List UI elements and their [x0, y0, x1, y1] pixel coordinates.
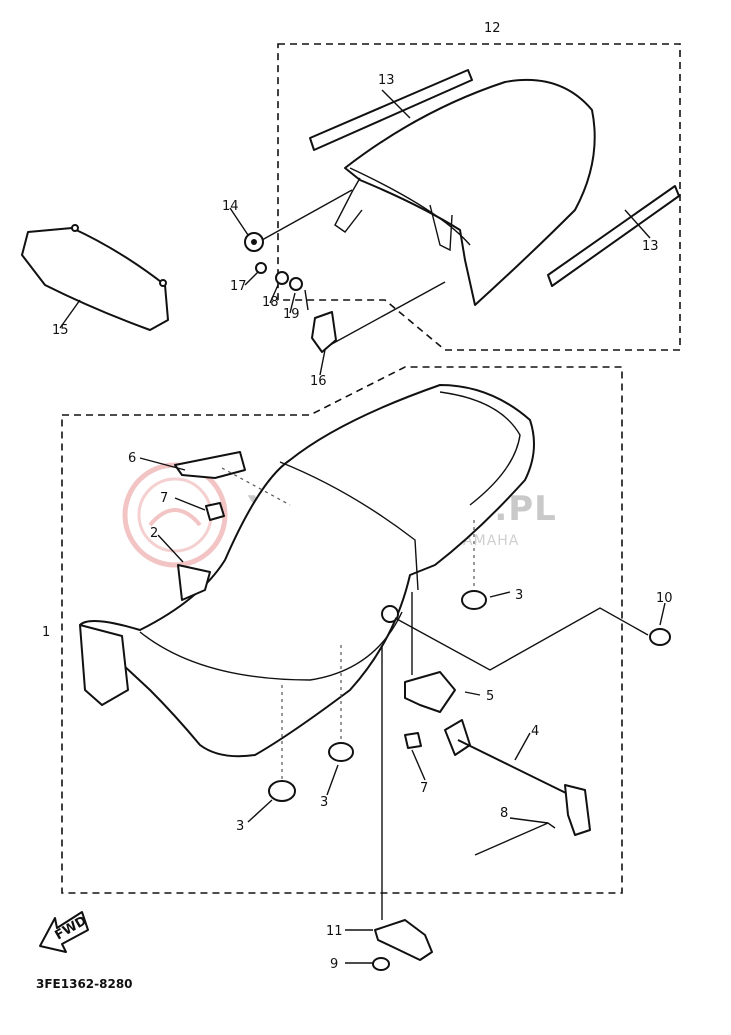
callout-7-bottom: 7 [420, 781, 428, 796]
bracket-5 [404, 671, 456, 713]
nut-9-icon [372, 957, 390, 971]
seat-cowl-12 [334, 78, 596, 306]
callout-4: 4 [531, 724, 539, 739]
callout-12: 12 [484, 21, 501, 36]
main-seat-1 [79, 384, 535, 758]
tail-piece-15 [21, 227, 169, 331]
callout-11: 11 [326, 924, 343, 939]
nut-7-top-icon [205, 502, 225, 521]
cable-8 [474, 822, 556, 856]
washer-19-icon [289, 277, 303, 291]
callout-3-middle: 3 [320, 795, 328, 810]
group-12-box [277, 43, 681, 351]
bracket-16 [311, 311, 337, 353]
washer-18-icon [275, 271, 289, 285]
grommet-10-icon [649, 628, 671, 646]
nut-7-bottom-icon [404, 732, 422, 749]
seat-lock-4 [444, 719, 591, 836]
callout-13-left: 13 [378, 73, 395, 88]
hook-11 [374, 919, 433, 961]
callout-9: 9 [330, 957, 338, 972]
stripe-13-right [547, 185, 680, 287]
fwd-arrow-icon: FWD [39, 911, 90, 953]
callout-18: 18 [262, 295, 279, 310]
damper-3-left-icon [268, 780, 296, 802]
callout-8: 8 [500, 806, 508, 821]
callout-14: 14 [222, 199, 239, 214]
callout-5: 5 [486, 689, 494, 704]
callout-16: 16 [310, 374, 327, 389]
damper-3-right-icon [461, 590, 487, 610]
callout-10: 10 [656, 591, 673, 606]
bracket-6 [174, 451, 246, 479]
callout-1: 1 [42, 625, 50, 640]
callout-15: 15 [52, 323, 69, 338]
callout-6: 6 [128, 451, 136, 466]
group-1-box [61, 366, 623, 894]
callout-leaders [59, 89, 666, 964]
callout-19: 19 [283, 307, 300, 322]
callout-17: 17 [230, 279, 247, 294]
callout-13-right: 13 [642, 239, 659, 254]
callout-3-right: 3 [515, 588, 523, 603]
stripe-13-left [309, 69, 473, 151]
diagram-code: 3FE1362-8280 [36, 977, 133, 991]
callout-7-top: 7 [160, 491, 168, 506]
callout-3-left: 3 [236, 819, 244, 834]
damper-3-middle-icon [328, 742, 354, 762]
bolt-17-icon [255, 262, 267, 274]
callout-2: 2 [150, 526, 158, 541]
